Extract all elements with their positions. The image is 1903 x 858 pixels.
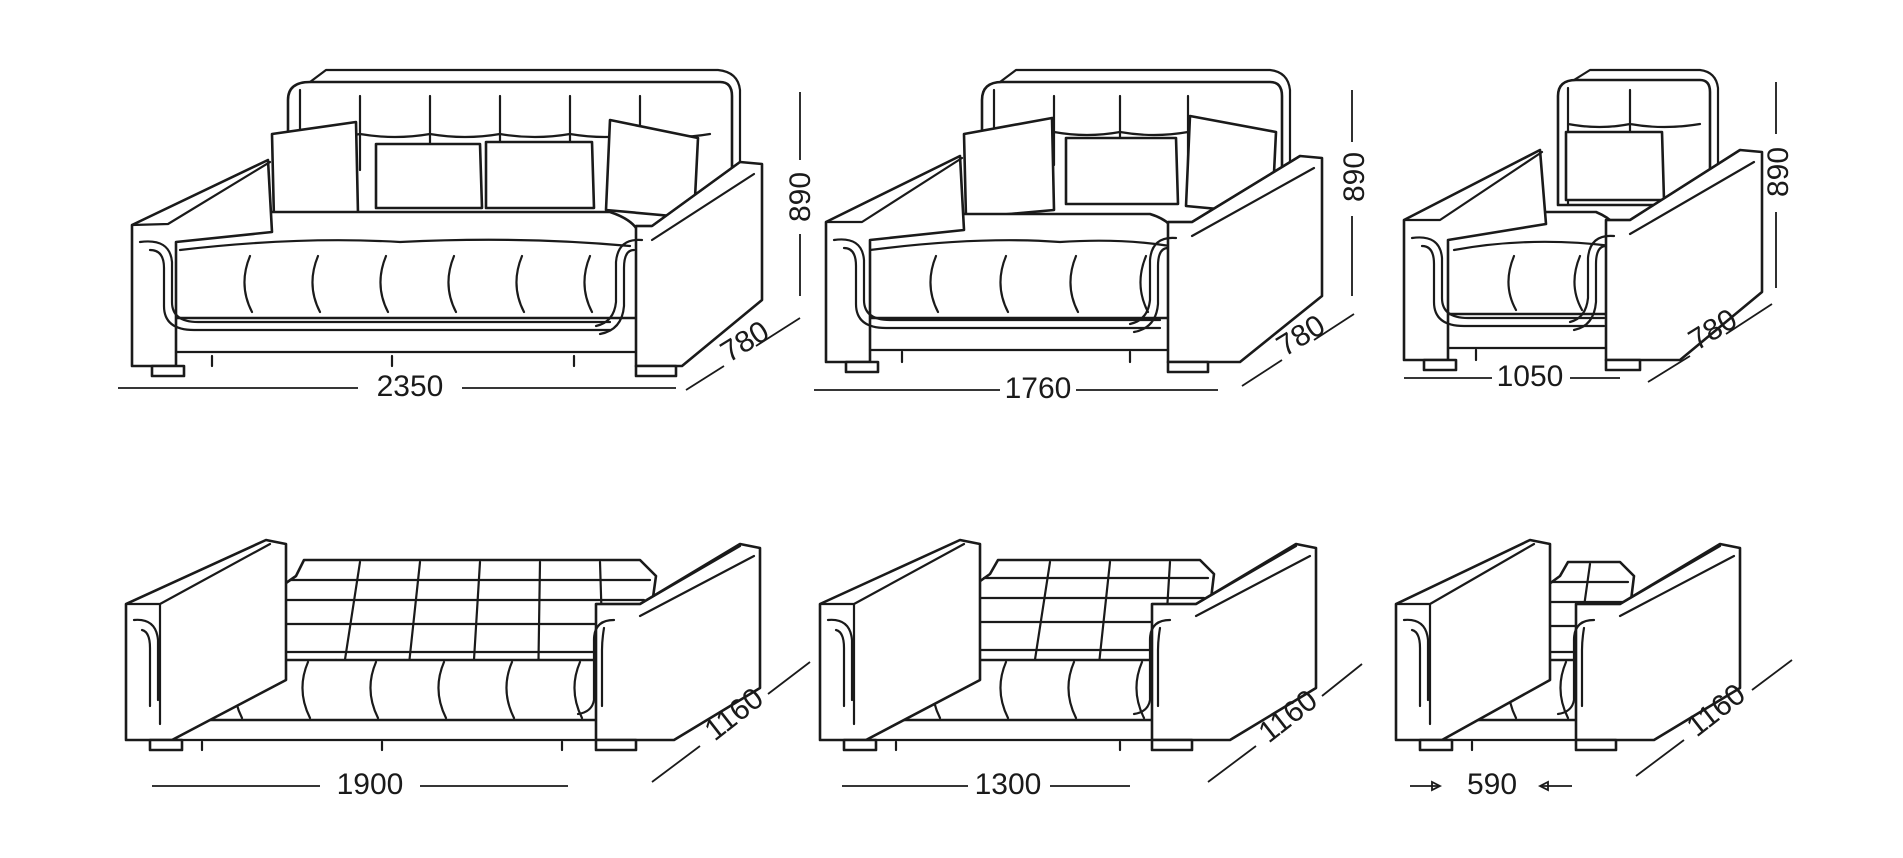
right-armrest [1568, 148, 1764, 362]
sofa-medium-bed-width-label: 1300 [975, 768, 1042, 801]
seat [858, 212, 1178, 320]
sofa-large-drawing [130, 68, 764, 378]
left-armrest [1394, 538, 1552, 742]
sofa-large-width-label: 2350 [377, 370, 444, 403]
dim-sofa-medium-bed-width: 1300 [842, 768, 1130, 801]
dim-sofa-medium-height: 890 [1338, 90, 1371, 296]
sofa-medium-drawing [824, 68, 1324, 374]
left-armrest [818, 538, 982, 742]
back-cushions [270, 118, 700, 222]
left-armrest [824, 154, 1162, 364]
dim-armchair-bed-width: 590 [1410, 768, 1572, 801]
dim-armchair-width: 1050 [1404, 360, 1620, 393]
left-armrest [130, 158, 612, 368]
sofa-large-bed-drawing [124, 538, 762, 752]
sofa-medium-bed-drawing [818, 538, 1318, 752]
right-armrest [1128, 154, 1324, 364]
dim-armchair-height: 890 [1762, 82, 1795, 288]
dim-sofa-large-bed-width: 1900 [152, 768, 568, 801]
dim-sofa-medium-width: 1760 [814, 372, 1218, 405]
dim-sofa-large-width: 2350 [118, 370, 676, 403]
right-armrest [1132, 542, 1318, 742]
right-armrest [594, 160, 764, 368]
armchair-width-label: 1050 [1497, 360, 1564, 393]
armchair-drawing [1402, 68, 1764, 372]
sofa-large-bed-width-label: 1900 [337, 768, 404, 801]
back-cushion [1564, 130, 1666, 202]
armchair-bed-drawing [1394, 538, 1742, 752]
sofa-medium-width-label: 1760 [1005, 372, 1072, 405]
sofa-large-height-label: 890 [784, 172, 817, 222]
armchair-bed-width-label: 590 [1467, 768, 1517, 801]
dim-sofa-large-height: 890 [784, 92, 817, 296]
armchair-height-label: 890 [1762, 147, 1795, 197]
right-armrest [1556, 542, 1742, 742]
seat [168, 210, 642, 320]
sofa-medium-height-label: 890 [1338, 152, 1371, 202]
left-armrest [1402, 148, 1606, 362]
left-armrest [124, 538, 288, 742]
right-armrest [576, 542, 762, 742]
